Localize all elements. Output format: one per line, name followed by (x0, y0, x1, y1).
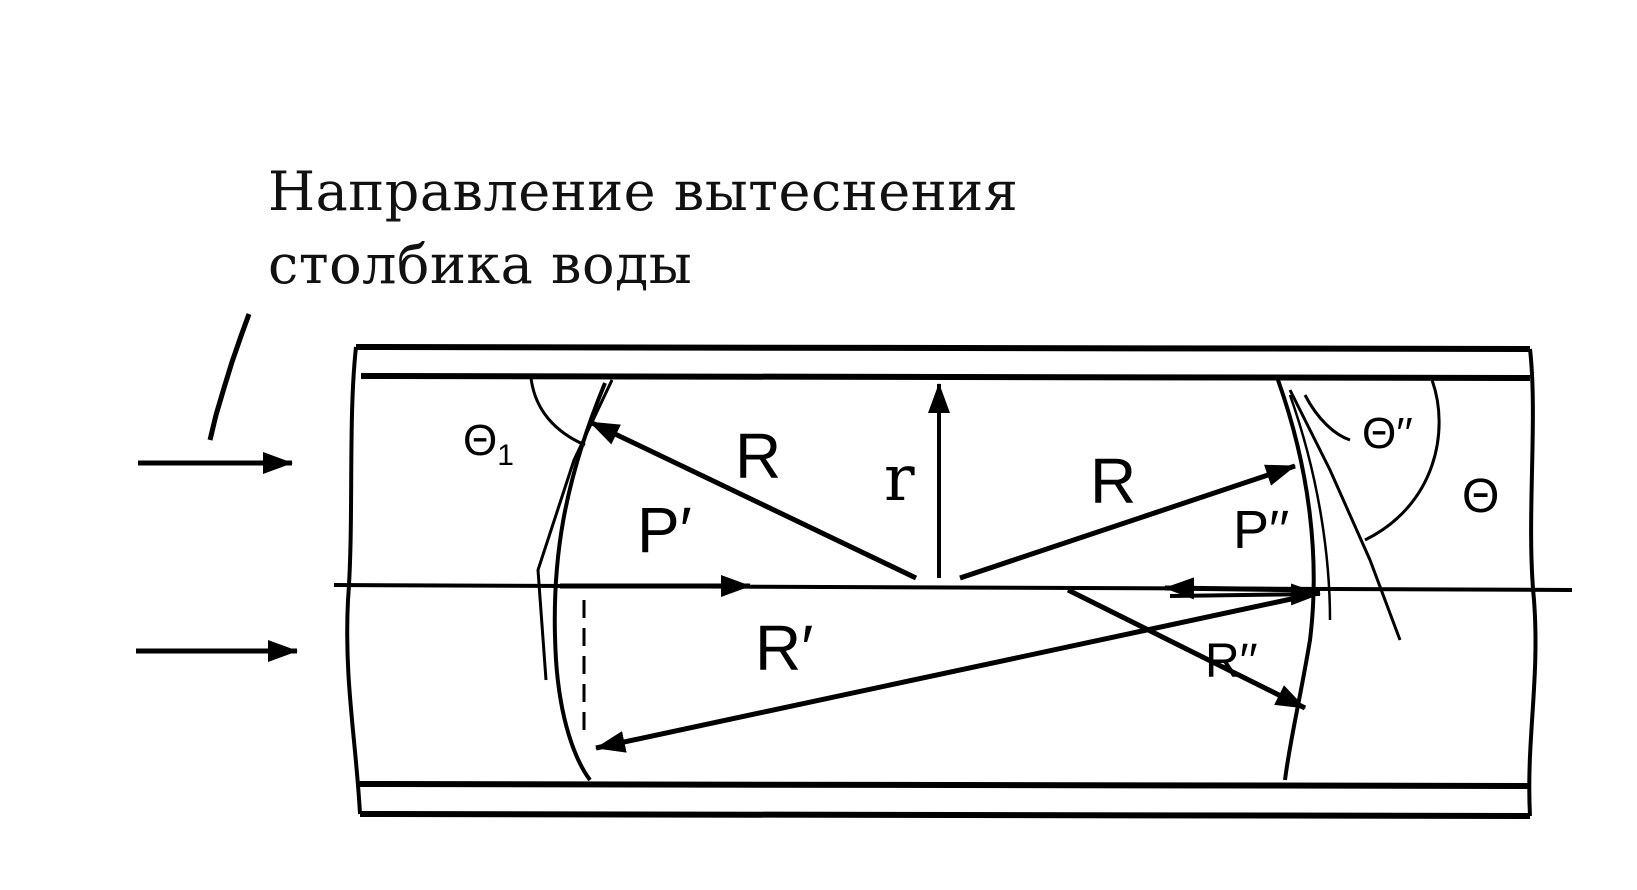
label-theta-1: Θ1 (463, 416, 514, 472)
right-meniscus (1276, 379, 1316, 781)
left-meniscus-tangent (536, 379, 614, 681)
P-double-prime-arrow-a (1164, 577, 1321, 600)
theta-angle-arc (1364, 379, 1441, 542)
theta-double-prime-arc (1303, 394, 1351, 442)
theta1-angle-arc (529, 377, 586, 447)
tube-right-end (1527, 348, 1538, 817)
label-R-upper-left: R (735, 420, 781, 492)
label-theta-double-prime: Θ′′ (1362, 409, 1413, 458)
tube-left-end (345, 346, 362, 815)
R-vector-upper-right (959, 463, 1296, 581)
label-P-prime: P′ (637, 494, 692, 566)
caption-line-1: Направление вытеснения (268, 160, 1019, 223)
tube-outer-bottom-wall (359, 811, 1531, 819)
R-double-prime-vector (1066, 587, 1307, 711)
tube-inner-bottom-wall (357, 781, 1531, 789)
caption-line-2: столбика воды (268, 233, 693, 296)
label-P-double-prime: P′′ (1233, 500, 1289, 560)
R-prime-vector (595, 592, 1311, 753)
left-meniscus (552, 382, 607, 782)
tube-inner-top-wall (360, 373, 1531, 381)
label-theta: Θ (1462, 470, 1499, 523)
tube-outer-top-wall (355, 344, 1531, 352)
right-meniscus-inner (1288, 394, 1332, 621)
caption-pointer-line (207, 313, 252, 441)
R-vector-upper-left (588, 419, 918, 581)
P-double-prime-arrow-b (1169, 583, 1321, 606)
label-R-upper-right: R (1090, 445, 1136, 517)
label-R-prime: R′ (755, 612, 813, 684)
right-meniscus-tangent (1288, 389, 1402, 641)
label-r: r (884, 442, 915, 516)
label-R-double-prime: R′′ (1205, 635, 1258, 688)
tube-axis-line (333, 583, 1573, 592)
